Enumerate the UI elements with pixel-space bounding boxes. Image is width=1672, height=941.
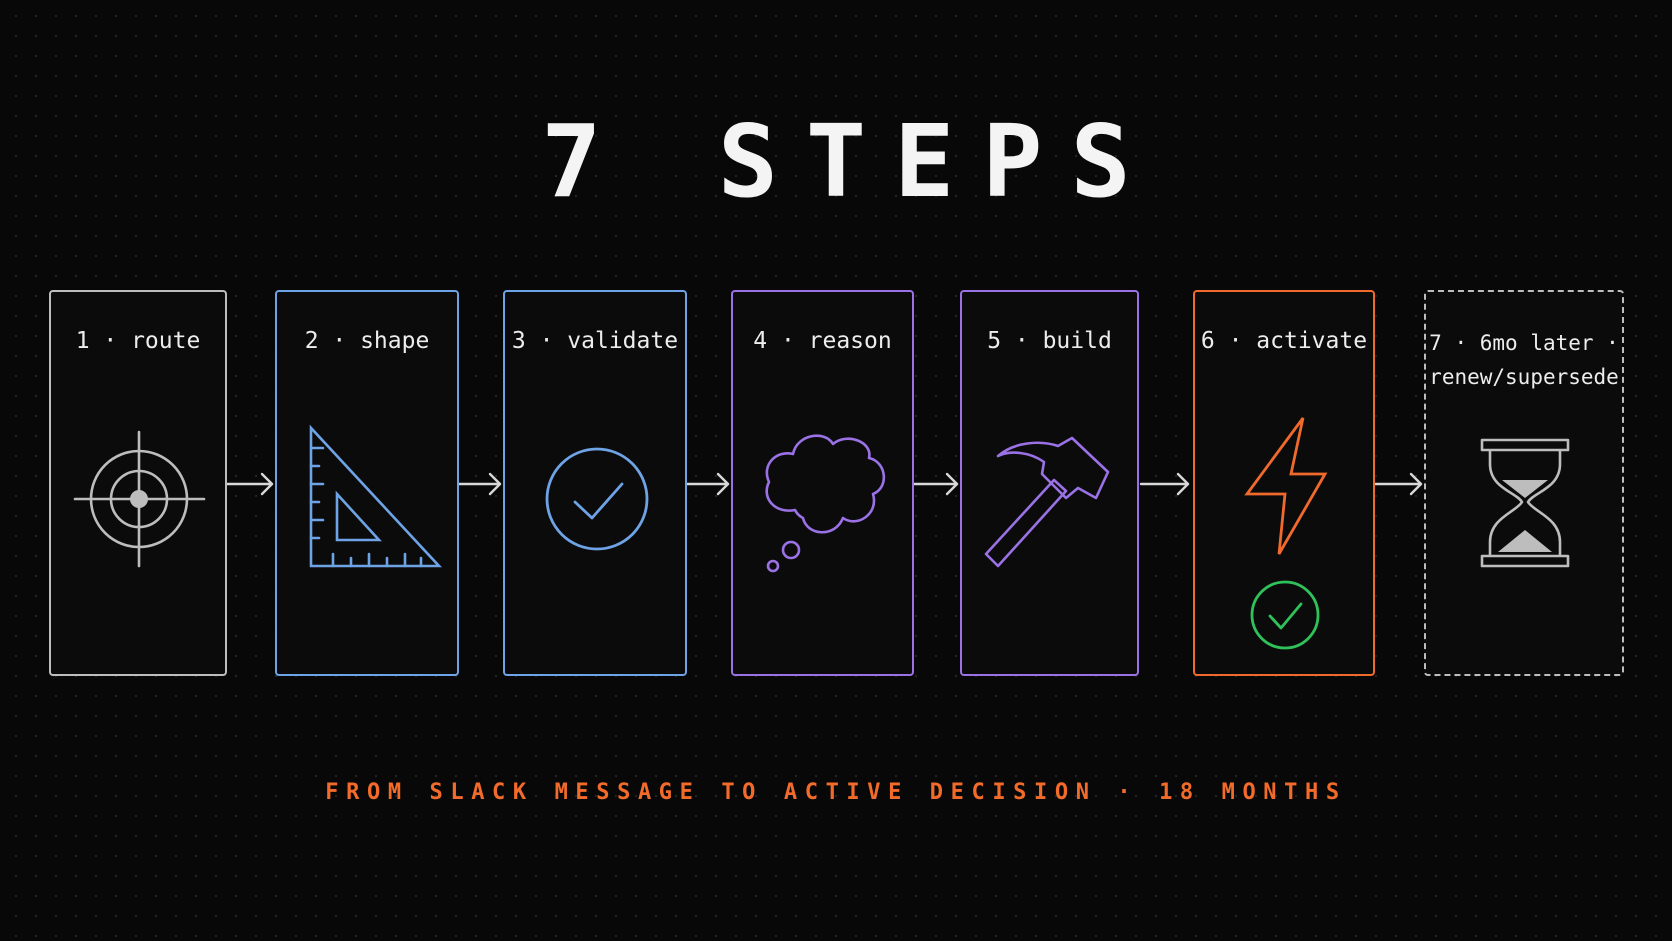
step-card-renew: 7 · 6mo later · renew/supersede [1424,290,1624,676]
circle-check-icon [545,447,649,551]
arrow-right-icon [459,472,502,496]
arrow-right-icon [227,472,274,496]
set-square-ruler-icon [309,424,442,568]
hourglass-icon [1480,438,1570,568]
step-card-validate: 3 · validate [503,290,687,676]
hammer-icon [984,436,1110,568]
arrow-right-icon [1139,472,1190,496]
step-label: 5 · build [987,328,1112,354]
step-label-line2: renew/supersede [1429,365,1619,389]
page-title: 7 STEPS [541,103,1159,220]
arrow-right-icon [1375,472,1423,496]
lightning-bolt-icon [1244,417,1328,555]
green-check-icon [1250,580,1320,650]
arrow-right-icon [914,472,959,496]
step-card-reason: 4 · reason [731,290,914,676]
tagline: FROM SLACK MESSAGE TO ACTIVE DECISION · … [325,780,1347,805]
step-label: 1 · route [75,328,201,354]
step-label: 4 · reason [753,328,892,354]
step-label: 3 · validate [511,328,679,354]
step-label: 6 · activate [1200,328,1368,354]
step-card-route: 1 · route [49,290,227,676]
step-card-activate: 6 · activate [1193,290,1375,676]
step-label: 2 · shape [304,328,430,354]
step-label: 7 · 6mo later · renew/supersede [1426,326,1622,394]
step-card-build: 5 · build [960,290,1139,676]
arrow-right-icon [687,472,730,496]
step-card-shape: 2 · shape [275,290,459,676]
thought-bubble-icon [765,434,886,573]
step-label-line1: 7 · 6mo later · [1429,331,1619,355]
crosshair-target-icon [73,430,206,568]
